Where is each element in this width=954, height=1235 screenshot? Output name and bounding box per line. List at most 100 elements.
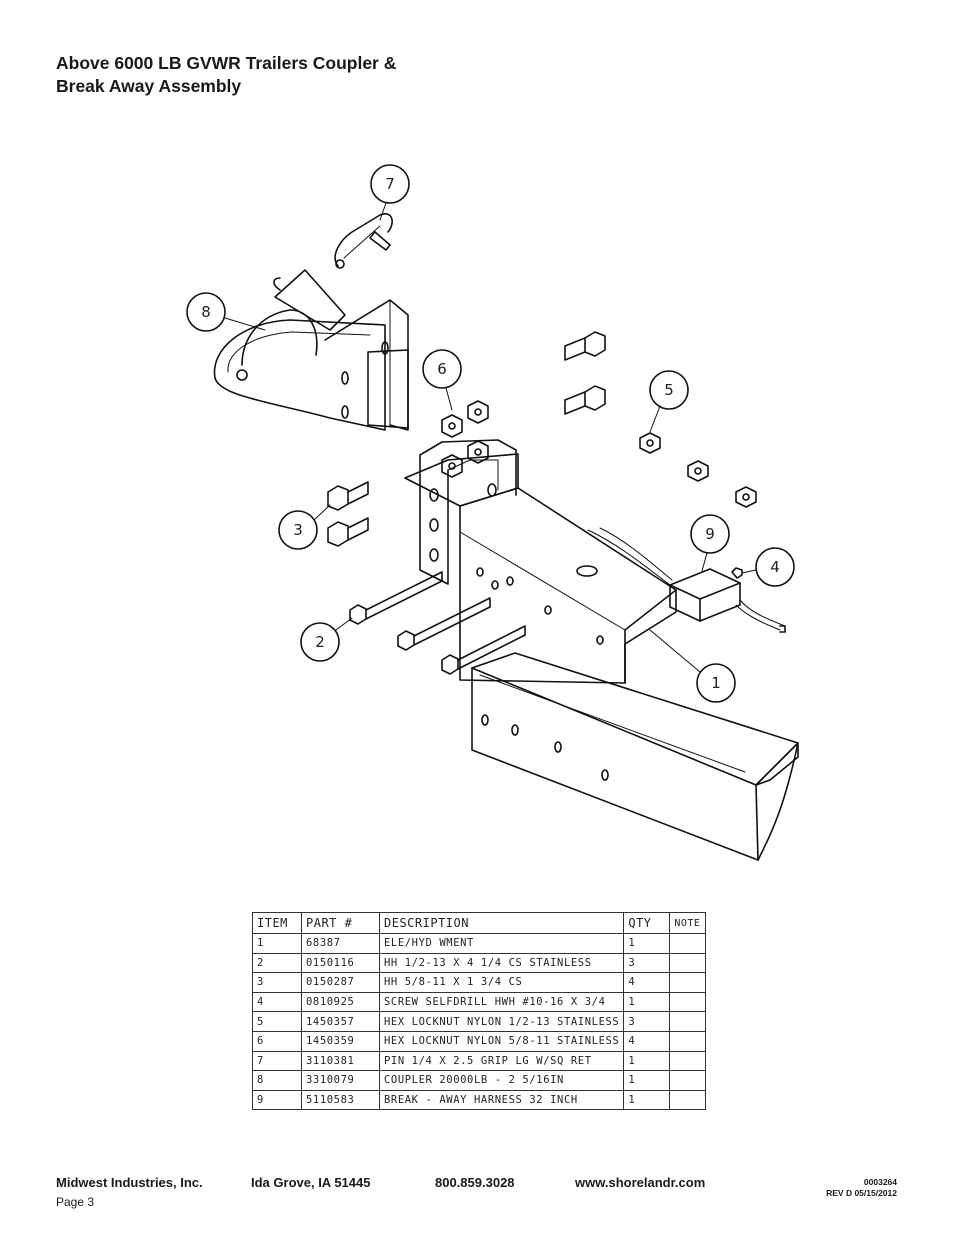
- cell-note: [669, 1070, 707, 1091]
- title-line-2: Break Away Assembly: [56, 76, 242, 96]
- cell-part: 3310079: [301, 1070, 380, 1091]
- header-description: DESCRIPTION: [378, 912, 625, 934]
- svg-text:3: 3: [293, 521, 303, 539]
- receiver-channel-drawing: [404, 439, 677, 684]
- cell-qty: 3: [623, 952, 671, 974]
- callout-8: 8: [186, 292, 266, 332]
- cell-description: COUPLER 20000LB - 2 5/16IN: [378, 1070, 625, 1091]
- bolts-3-left-drawing: [327, 481, 369, 547]
- table-row: 4 0810925 SCREW SELFDRILL HWH #10-16 X 3…: [252, 991, 707, 1013]
- cell-qty: 1: [623, 933, 671, 954]
- page-title: Above 6000 LB GVWR Trailers Coupler & Br…: [56, 52, 396, 98]
- header-note: NOTE: [669, 912, 707, 934]
- callout-7: 7: [370, 164, 410, 221]
- svg-text:4: 4: [770, 558, 780, 576]
- cell-qty: 1: [623, 1089, 671, 1111]
- header-item: ITEM: [252, 912, 302, 934]
- cell-note: [669, 1089, 707, 1111]
- grip-pin-drawing: [334, 213, 393, 269]
- cell-description: ELE/HYD WMENT: [378, 933, 625, 954]
- cell-note: [669, 1011, 707, 1032]
- table-row: 8 3310079 COUPLER 20000LB - 2 5/16IN 1: [252, 1070, 707, 1091]
- cell-qty: 1: [623, 991, 671, 1013]
- callout-6: 6: [422, 349, 462, 411]
- callout-4: 4: [741, 547, 795, 587]
- tongue-tube-drawing: [471, 652, 799, 861]
- cell-item: 5: [252, 1011, 302, 1032]
- cell-qty: 1: [623, 1070, 671, 1091]
- svg-text:1: 1: [711, 674, 721, 692]
- cell-part: 68387: [301, 933, 380, 954]
- svg-text:6: 6: [437, 360, 447, 378]
- cell-part: 1450357: [301, 1011, 380, 1032]
- cell-note: [669, 952, 707, 974]
- table-row: 7 3110381 PIN 1/4 X 2.5 GRIP LG W/SQ RET…: [252, 1050, 707, 1072]
- cell-note: [669, 1030, 707, 1052]
- cell-note: [669, 991, 707, 1013]
- callout-5: 5: [649, 370, 689, 433]
- cell-description: HH 1/2-13 X 4 1/4 CS STAINLESS: [378, 952, 625, 974]
- cell-item: 3: [252, 972, 302, 993]
- table-row: 3 0150287 HH 5/8-11 X 1 3/4 CS 4: [252, 972, 707, 993]
- svg-text:5: 5: [664, 381, 674, 399]
- cell-item: 7: [252, 1050, 302, 1072]
- doc-number: 0003264: [863, 1177, 897, 1187]
- header-part: PART #: [301, 912, 380, 934]
- cell-item: 4: [252, 991, 302, 1013]
- footer-company: Midwest Industries, Inc.: [56, 1175, 203, 1190]
- cell-part: 1450359: [301, 1030, 380, 1052]
- cell-item: 8: [252, 1070, 302, 1091]
- cell-part: 5110583: [301, 1089, 380, 1111]
- title-line-1: Above 6000 LB GVWR Trailers Coupler &: [56, 53, 397, 73]
- cell-description: HEX LOCKNUT NYLON 1/2-13 STAINLESS: [378, 1011, 625, 1032]
- assembly-drawing: 7 8 6 5 3 9 4 2 1: [186, 164, 799, 861]
- table-header-row: ITEM PART # DESCRIPTION QTY NOTE: [252, 912, 707, 934]
- footer-phone: 800.859.3028: [435, 1175, 515, 1190]
- cell-description: SCREW SELFDRILL HWH #10-16 X 3/4: [378, 991, 625, 1013]
- svg-text:7: 7: [385, 175, 395, 193]
- cell-qty: 4: [623, 972, 671, 993]
- document-info: 0003264 REV D 05/15/2012: [826, 1177, 897, 1199]
- page-number: Page 3: [56, 1195, 95, 1209]
- cell-description: HH 5/8-11 X 1 3/4 CS: [378, 972, 625, 993]
- bolts-3-upper-drawing: [564, 331, 606, 415]
- table-row: 6 1450359 HEX LOCKNUT NYLON 5/8-11 STAIN…: [252, 1030, 707, 1052]
- cell-item: 2: [252, 952, 302, 974]
- cell-description: BREAK - AWAY HARNESS 32 INCH: [378, 1089, 625, 1111]
- cell-part: 0150287: [301, 972, 380, 993]
- cell-note: [669, 972, 707, 993]
- bolts-2-drawing: [349, 571, 526, 675]
- header-qty: QTY: [623, 912, 671, 934]
- cell-part: 0810925: [301, 991, 380, 1013]
- cell-qty: 4: [623, 1030, 671, 1052]
- cell-item: 9: [252, 1089, 302, 1111]
- revision: REV D 05/15/2012: [826, 1188, 897, 1198]
- locknuts-5-drawing: [639, 432, 757, 508]
- table-row: 2 0150116 HH 1/2-13 X 4 1/4 CS STAINLESS…: [252, 952, 707, 974]
- table-row: 9 5110583 BREAK - AWAY HARNESS 32 INCH 1: [252, 1089, 707, 1111]
- cell-qty: 3: [623, 1011, 671, 1032]
- cell-note: [669, 933, 707, 954]
- svg-text:2: 2: [315, 633, 325, 651]
- breakaway-harness-drawing: [587, 527, 786, 633]
- locknuts-6-drawing: [441, 400, 489, 478]
- callout-2: 2: [300, 617, 353, 662]
- cell-part: 0150116: [301, 952, 380, 974]
- footer-location: Ida Grove, IA 51445: [251, 1175, 371, 1190]
- cell-qty: 1: [623, 1050, 671, 1072]
- parts-table: ITEM PART # DESCRIPTION QTY NOTE 1 68387…: [252, 912, 707, 1111]
- table-row: 1 68387 ELE/HYD WMENT 1: [252, 933, 707, 954]
- cell-item: 6: [252, 1030, 302, 1052]
- cell-item: 1: [252, 933, 302, 954]
- cell-part: 3110381: [301, 1050, 380, 1072]
- cell-description: PIN 1/4 X 2.5 GRIP LG W/SQ RET: [378, 1050, 625, 1072]
- svg-text:8: 8: [201, 303, 211, 321]
- cell-description: HEX LOCKNUT NYLON 5/8-11 STAINLESS: [378, 1030, 625, 1052]
- table-row: 5 1450357 HEX LOCKNUT NYLON 1/2-13 STAIN…: [252, 1011, 707, 1032]
- callout-1: 1: [649, 629, 736, 703]
- footer-website: www.shorelandr.com: [575, 1175, 706, 1190]
- coupler-drawing: [213, 269, 409, 431]
- cell-note: [669, 1050, 707, 1072]
- svg-text:9: 9: [705, 525, 715, 543]
- callout-9: 9: [690, 514, 730, 572]
